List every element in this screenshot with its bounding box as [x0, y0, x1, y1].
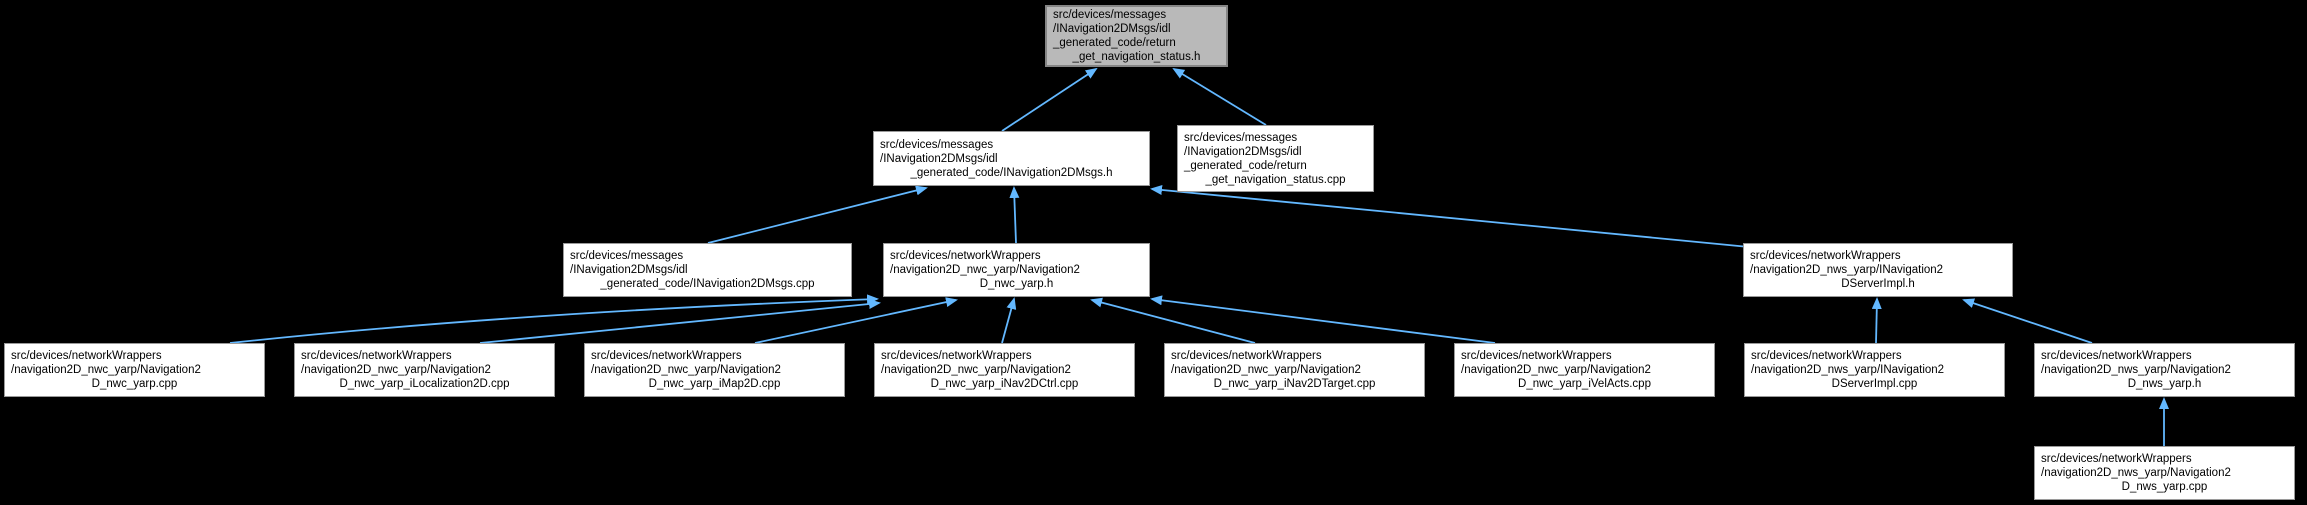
graph-node-inavigation2dmsgs-h[interactable]: src/devices/messages/INavigation2DMsgs/i… — [873, 131, 1150, 186]
node-label-line: /navigation2D_nwc_yarp/Navigation2 — [881, 364, 1071, 376]
graph-node-inavigation2dserverimpl-cpp[interactable]: src/devices/networkWrappers/navigation2D… — [1744, 343, 2005, 397]
graph-node-inavigation2dserverimpl-h[interactable]: src/devices/networkWrappers/navigation2D… — [1743, 243, 2013, 297]
node-label-line: /navigation2D_nwc_yarp/Navigation2 — [1461, 364, 1651, 376]
node-label-line: /navigation2D_nwc_yarp/Navigation2 — [1171, 364, 1361, 376]
node-label-line: D_nws_yarp.h — [2127, 378, 2202, 390]
edge-inavigation2dserverimpl-h--inavigation2dmsgs-h — [1150, 184, 1750, 248]
edge-navigation2d-nwc-yarp-ivelacts-cpp--navigation2d-nwc-yarp-h — [1150, 295, 1496, 344]
node-label-line: src/devices/messages — [1184, 131, 1298, 144]
node-label-line: D_nwc_yarp.h — [979, 278, 1054, 290]
node-label-line: _get_navigation_status.cpp — [1205, 173, 1346, 186]
node-label-line: src/devices/networkWrappers — [1171, 350, 1322, 362]
node-label-line: /INavigation2DMsgs/idl — [1184, 145, 1302, 158]
node-label-line: src/devices/messages — [570, 250, 684, 262]
node-label-line: /navigation2D_nwc_yarp/Navigation2 — [890, 264, 1080, 276]
node-label-line: _generated_code/INavigation2DMsgs.cpp — [600, 278, 815, 290]
node-label-line: src/devices/networkWrappers — [1461, 350, 1612, 362]
node-label-line: D_nws_yarp.cpp — [2121, 481, 2208, 493]
node-label-line: /navigation2D_nws_yarp/INavigation2 — [1751, 364, 1945, 376]
node-label-line: _generated_code/return — [1184, 159, 1307, 172]
node-label-line: /navigation2D_nws_yarp/Navigation2 — [2041, 467, 2231, 479]
edge-inavigation2dmsgs-h--return-get-navigation-status-h — [1001, 67, 1098, 132]
node-label-line: D_nwc_yarp_iVelActs.cpp — [1518, 378, 1651, 390]
node-label-line: src/devices/networkWrappers — [890, 250, 1041, 262]
node-label-line: src/devices/messages — [1053, 9, 1167, 21]
node-label-line: src/devices/networkWrappers — [1750, 250, 1901, 262]
node-label-line: D_nwc_yarp_iNav2DCtrl.cpp — [930, 378, 1079, 390]
node-label-line: src/devices/networkWrappers — [301, 350, 452, 362]
node-label-line: /navigation2D_nws_yarp/INavigation2 — [1750, 264, 1944, 276]
node-label-line: src/devices/networkWrappers — [2041, 453, 2192, 465]
node-label-line: D_nwc_yarp_iMap2D.cpp — [648, 378, 781, 390]
node-label-line: D_nwc_yarp_iLocalization2D.cpp — [339, 378, 510, 390]
graph-node-navigation2d-nws-yarp-cpp[interactable]: src/devices/networkWrappers/navigation2D… — [2034, 446, 2295, 500]
node-label-line: DServerImpl.h — [1841, 278, 1915, 290]
node-label-line: /navigation2D_nwc_yarp/Navigation2 — [591, 364, 781, 376]
node-label-line: src/devices/networkWrappers — [1751, 350, 1902, 362]
edge-navigation2d-nwc-yarp-ilocalization2d-cpp--navigation2d-nwc-yarp-h — [479, 299, 881, 344]
edge-inavigation2dserverimpl-cpp--inavigation2dserverimpl-h — [1871, 297, 1882, 344]
node-label-line: src/devices/networkWrappers — [11, 350, 162, 362]
node-label-line: _generated_code/return — [1053, 37, 1176, 49]
graph-node-return-get-navigation-status-h[interactable]: src/devices/messages/INavigation2DMsgs/i… — [1045, 5, 1228, 67]
node-label-line: /navigation2D_nwc_yarp/Navigation2 — [301, 364, 491, 376]
graph-node-navigation2d-nwc-yarp-ivelacts-cpp[interactable]: src/devices/networkWrappers/navigation2D… — [1454, 343, 1715, 397]
node-label-line: _generated_code/INavigation2DMsgs.h — [910, 166, 1113, 179]
edge-navigation2d-nwc-yarp-inav2dctrl-cpp--navigation2d-nwc-yarp-h — [1001, 297, 1017, 344]
graph-node-navigation2d-nwc-yarp-imap2d-cpp[interactable]: src/devices/networkWrappers/navigation2D… — [584, 343, 845, 397]
node-label-line: src/devices/messages — [880, 138, 994, 151]
node-label-line: /INavigation2DMsgs/idl — [1053, 23, 1171, 35]
node-label-line: src/devices/networkWrappers — [2041, 350, 2192, 362]
graph-node-navigation2d-nwc-yarp-inav2dctrl-cpp[interactable]: src/devices/networkWrappers/navigation2D… — [874, 343, 1135, 397]
node-label-line: D_nwc_yarp.cpp — [91, 378, 178, 390]
edge-navigation2d-nwc-yarp-h--inavigation2dmsgs-h — [1009, 186, 1020, 244]
node-label-line: src/devices/networkWrappers — [881, 350, 1032, 362]
node-label-line: src/devices/networkWrappers — [591, 350, 742, 362]
node-label-line: /navigation2D_nws_yarp/Navigation2 — [2041, 364, 2231, 376]
node-label-line: _get_navigation_status.h — [1072, 51, 1201, 63]
graph-node-return-get-navigation-status-cpp[interactable]: src/devices/messages/INavigation2DMsgs/i… — [1177, 125, 1374, 192]
node-label-line: /INavigation2DMsgs/idl — [570, 264, 688, 276]
node-label-line: /navigation2D_nwc_yarp/Navigation2 — [11, 364, 201, 376]
graph-node-navigation2d-nwc-yarp-inav2dtarget-cpp[interactable]: src/devices/networkWrappers/navigation2D… — [1164, 343, 1425, 397]
edge-navigation2d-nwc-yarp-inav2dtarget-cpp--navigation2d-nwc-yarp-h — [1090, 297, 1256, 344]
node-label-line: DServerImpl.cpp — [1831, 378, 1918, 390]
graph-node-navigation2d-nwc-yarp-ilocalization2d-cpp[interactable]: src/devices/networkWrappers/navigation2D… — [294, 343, 555, 397]
node-label-line: D_nwc_yarp_iNav2DTarget.cpp — [1213, 378, 1376, 390]
edge-navigation2d-nwc-yarp-cpp--navigation2d-nwc-yarp-h — [229, 294, 879, 344]
edge-navigation2d-nws-yarp-h--inavigation2dserverimpl-h — [1962, 298, 2093, 344]
edge-navigation2d-nwc-yarp-imap2d-cpp--navigation2d-nwc-yarp-h — [754, 297, 958, 344]
edge-return-get-navigation-status-cpp--return-get-navigation-status-h — [1172, 67, 1267, 126]
graph-node-navigation2d-nwc-yarp-h[interactable]: src/devices/networkWrappers/navigation2D… — [883, 243, 1150, 297]
edge-inavigation2dmsgs-cpp--inavigation2dmsgs-h — [707, 185, 928, 244]
graph-node-navigation2d-nwc-yarp-cpp[interactable]: src/devices/networkWrappers/navigation2D… — [4, 343, 265, 397]
graph-node-navigation2d-nws-yarp-h[interactable]: src/devices/networkWrappers/navigation2D… — [2034, 343, 2295, 397]
node-label-line: /INavigation2DMsgs/idl — [880, 152, 998, 165]
graph-node-inavigation2dmsgs-cpp[interactable]: src/devices/messages/INavigation2DMsgs/i… — [563, 243, 852, 297]
